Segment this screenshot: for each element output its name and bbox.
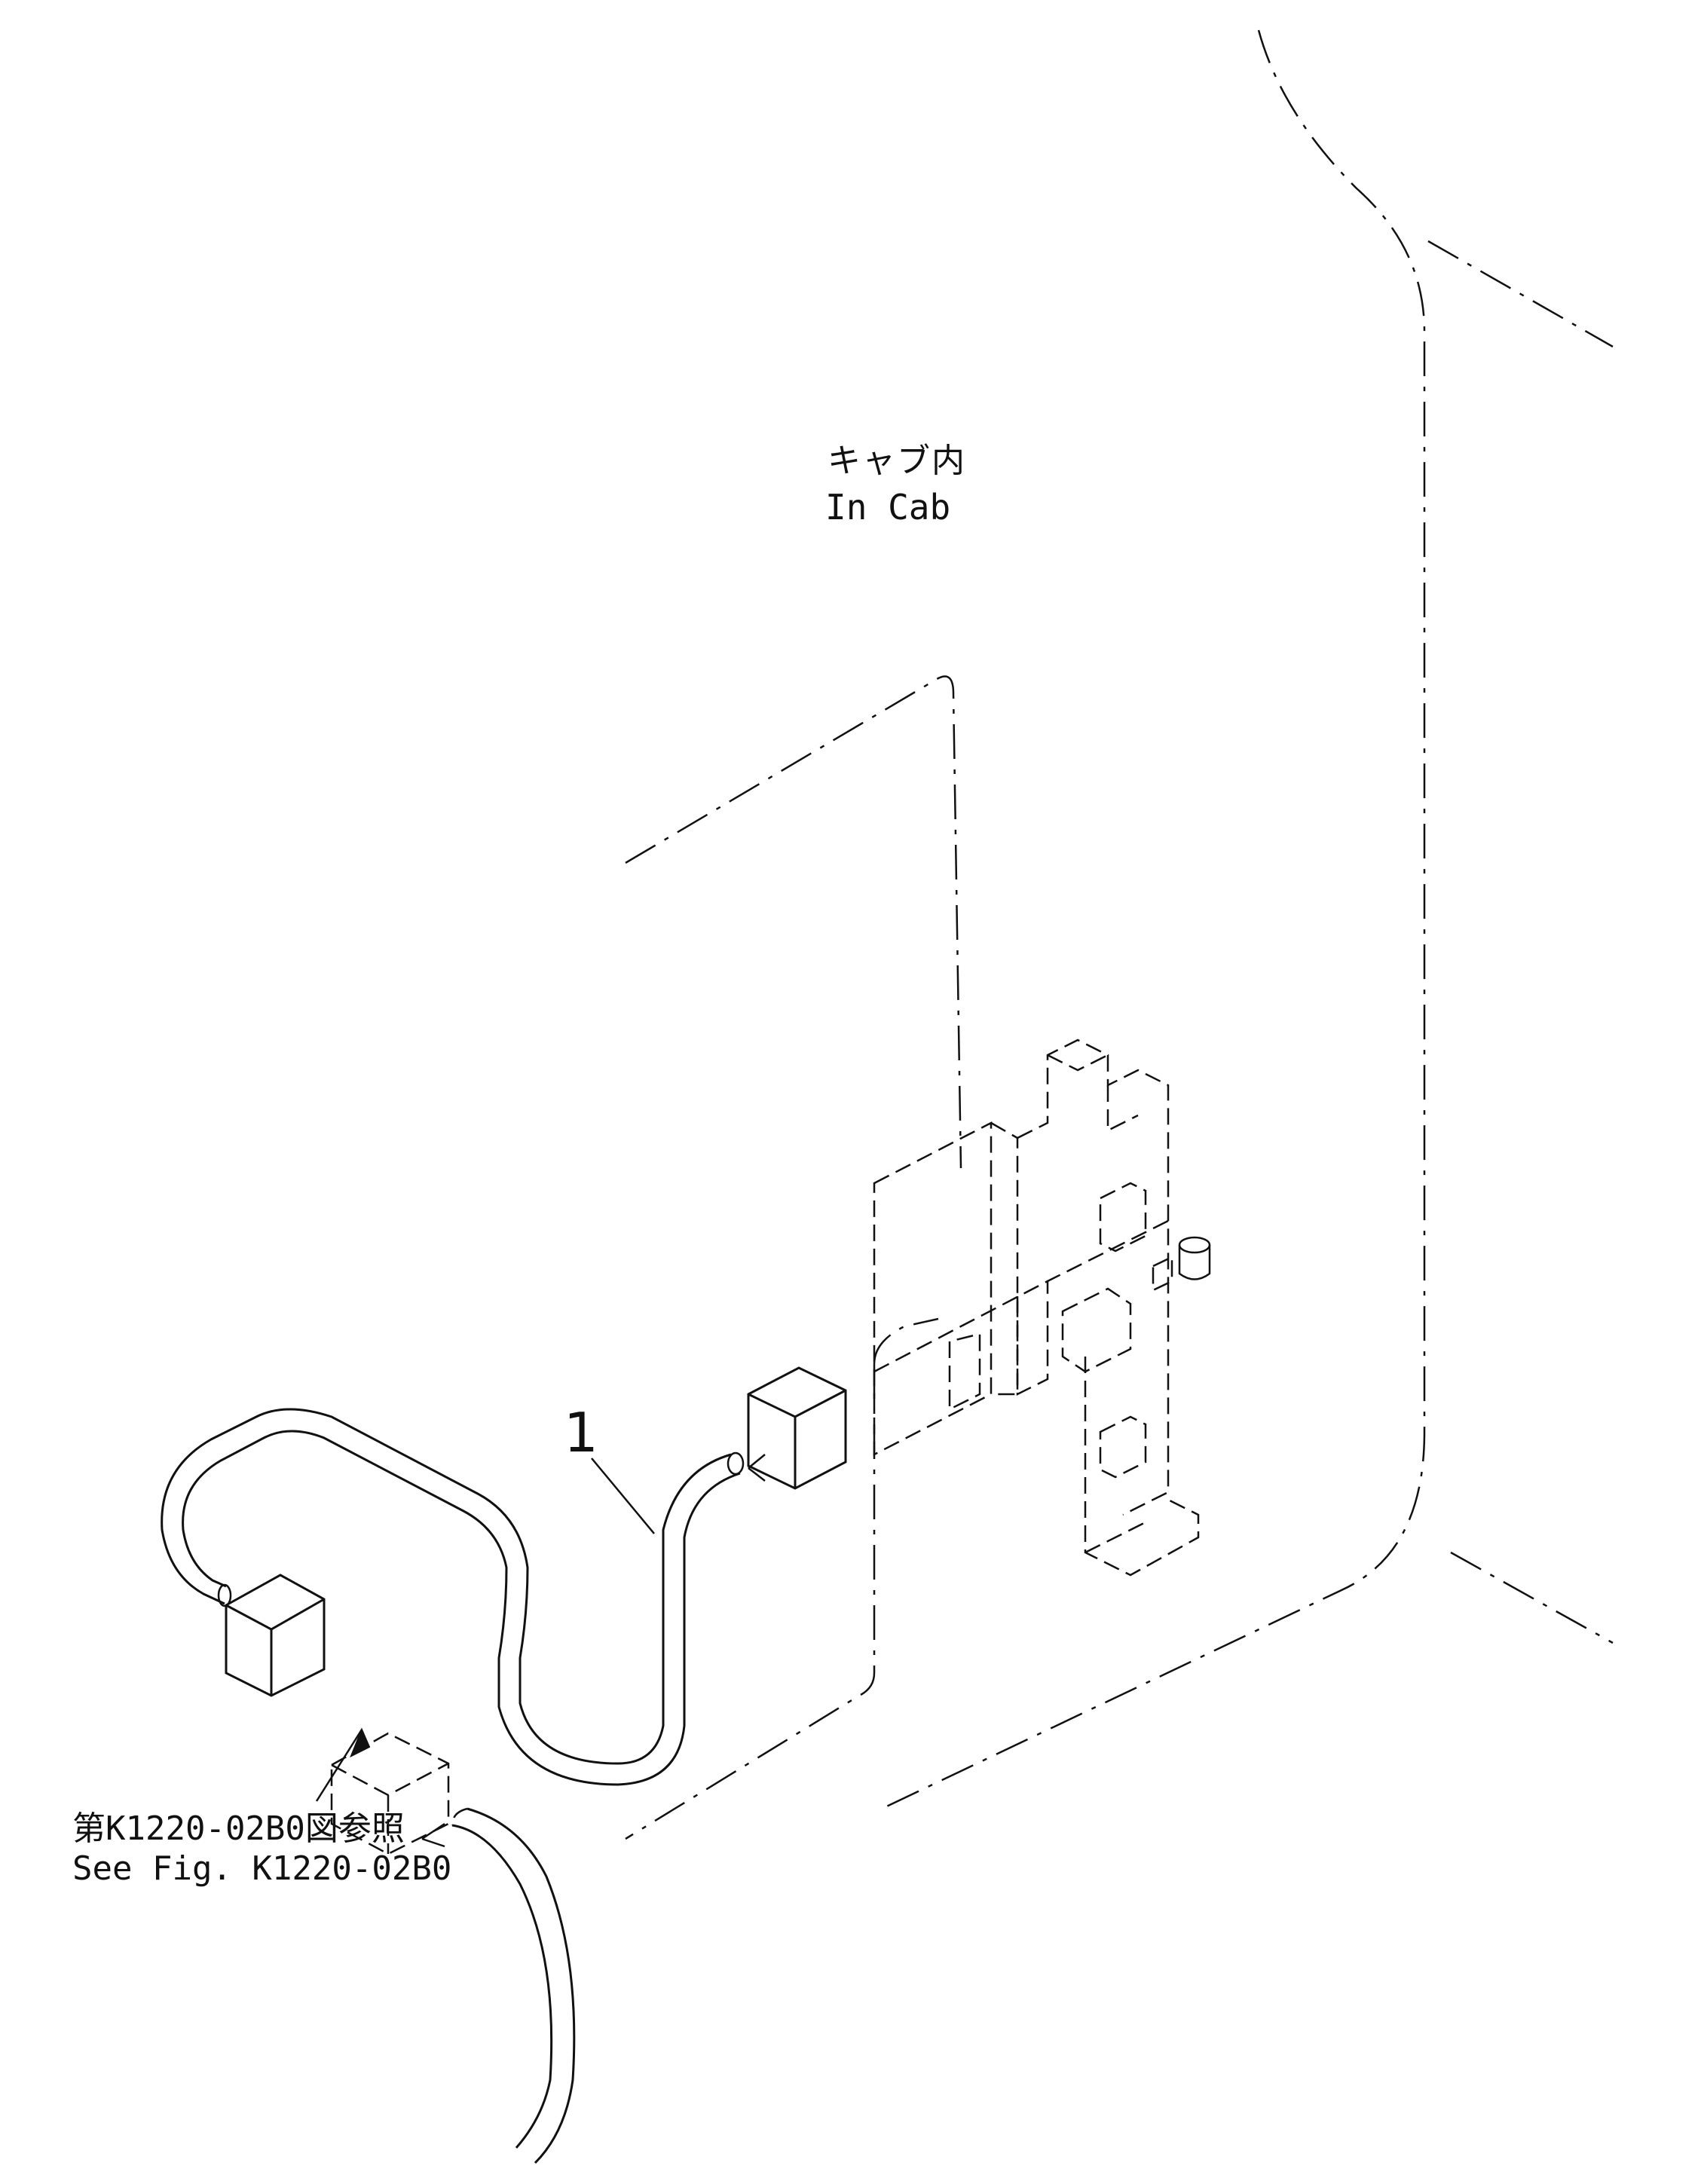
location-label-en: In Cab <box>825 487 951 528</box>
leader-lines <box>315 1458 655 1802</box>
connector-upper <box>747 1366 847 1490</box>
location-label-ja: キャブ内 <box>828 442 966 480</box>
mating-connector <box>330 1732 576 2164</box>
reference-label-en: See Fig. K1220-02B0 <box>72 1849 452 1888</box>
reference-label-ja: 第K1220-02B0図参照 <box>72 1809 405 1848</box>
arrowhead-icon <box>350 1727 371 1758</box>
connector-lower <box>217 1574 326 1697</box>
cab-console <box>873 1038 1211 1577</box>
part-number-callout: 1 <box>564 1401 598 1464</box>
cab-outline <box>625 29 1614 1840</box>
wiring-harness <box>161 1408 766 1786</box>
